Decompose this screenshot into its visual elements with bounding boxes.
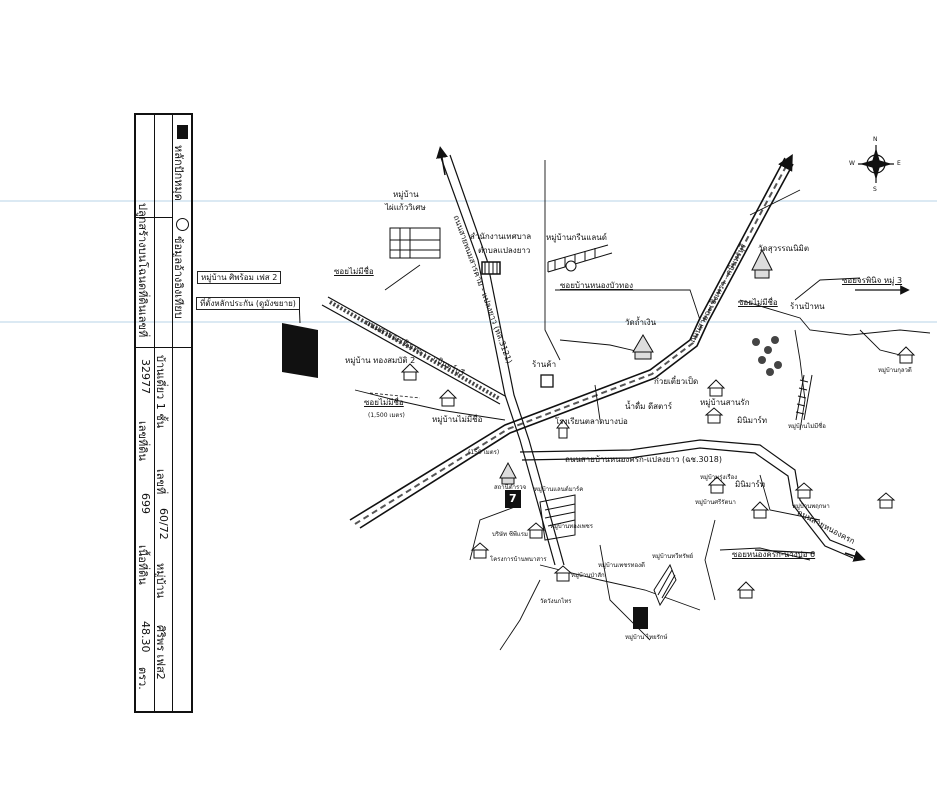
soi-mai-mi-chue-1: ซอยไม่มีชื่อ — [334, 267, 374, 276]
subject-parcel — [282, 323, 318, 378]
soi-distance-label: (1,500 เมตร) — [368, 412, 405, 419]
shop-2-label: ร้านค้า — [532, 360, 557, 369]
distance-note-label: (150 เมตร) — [468, 449, 500, 456]
compass-s-label: S — [873, 186, 877, 193]
village-grid-green-land — [547, 244, 613, 273]
village-thai-label: หมู่บ้าน ไทยรักษ์ — [625, 634, 668, 641]
village-lumping-label: หมู่บ้านแลนด์มาร์ค — [534, 486, 584, 493]
shop-icon — [540, 374, 554, 388]
road-main-vertical — [439, 154, 565, 566]
village-sanrak-label: หมู่บ้านสานรัก — [700, 398, 750, 407]
subject-village-label: หมู่บ้าน ศิพร้อม เฟส 2 — [197, 271, 282, 284]
village-right-1-label: หมู่บ้านกุลวดี — [878, 367, 912, 374]
village-grid-1 — [389, 227, 441, 259]
wat-tham-ngoen-label: วัดถ้ำเงิน — [625, 318, 657, 327]
municipal-office-label: สำนักงานเทศบาล — [470, 232, 532, 241]
highway-diagonal — [349, 157, 794, 529]
thai-village-parcel — [633, 607, 648, 629]
road-main-vertical-arrow — [436, 146, 448, 176]
soi-nong-bua-thong-label: ซอยบ้านหนองบัวทอง — [560, 281, 633, 290]
road-to-subject — [321, 296, 506, 405]
seven-eleven-icon — [505, 490, 521, 508]
village-lower-right-label: หมู่บ้านศรีรัตนา — [695, 499, 736, 506]
village-mai-mi-chue-label: หมู่บ้านไม่มีชื่อ — [432, 415, 483, 424]
compass-icon — [858, 145, 894, 183]
compass-e-label: E — [897, 160, 901, 167]
green-land-label: หมู่บ้านกรีนแลนด์ — [546, 233, 607, 242]
factory-label: โครงการบ้านพนาสาร — [490, 556, 547, 563]
soi-mai-mi-chue-2-label: ซอยไม่มีชื่อ — [738, 298, 778, 307]
legend-divider-2 — [136, 347, 191, 348]
village-phaitong-label: หมู่บ้านทองเพชร — [550, 523, 593, 530]
village-lower-right-2-label: หมู่บ้านพฤกษา — [792, 503, 830, 510]
soi-charoen-label: ซอยจรพินิจ หมู่ 3 — [842, 276, 903, 285]
village-green-label: หมู่บ้านทวีทรัพย์ — [652, 553, 694, 560]
compass-w-label: W — [849, 160, 855, 167]
water-shop-label: น้ำดื่ม ดีสตาร์ — [625, 402, 673, 411]
village-right-2-label: หมู่บ้านไม่มีชื่อ — [788, 423, 826, 430]
wat-small-label: วัดวังนกไทร — [540, 598, 572, 605]
legend-divider — [136, 217, 172, 218]
school-label: โรงเรียนตลาดบางบ่อ — [555, 417, 628, 426]
soi-mai-mi-chue-3-label: ซอยไม่มีชื่อ — [364, 398, 404, 407]
highway-diagonal-center — [354, 153, 793, 525]
house-icons — [400, 346, 916, 599]
shop-1-label: ร้านป้าหน — [790, 302, 825, 311]
company-label: บริษัท ซีพีแรม — [492, 531, 528, 538]
noodle-shop-label: ก๋วยเตี๋ยวเป็ด — [654, 377, 699, 386]
village-right-3-label: หมู่บ้านรุ่งเรือง — [700, 474, 738, 481]
circle-marker-icon — [176, 218, 189, 231]
village-grid-lower — [539, 494, 576, 541]
soi-nong-krok-label: ซอยหนองครก-นางบ่อ 6 — [732, 550, 816, 559]
road-nong-krok — [519, 439, 856, 559]
tree-cluster — [752, 336, 782, 376]
scan-line-top — [0, 200, 937, 202]
temple-icons — [499, 248, 773, 485]
scan-line-middle — [0, 321, 937, 323]
compass-n-label: N — [873, 136, 878, 143]
subject-location-label: ที่ตั้งหลักประกัน (ดูมังขยาย) — [196, 297, 300, 310]
police-label: สถานีตำรวจ — [494, 484, 527, 491]
legend-box: หลักปักหมุด ข้อมูลอ้างอิงเทียบ บ้านเดี่ย… — [134, 113, 193, 713]
road-nongkrok-label: ถนนสายบ้านหนองครก-แปลงยาว (ฉช.3018) — [565, 455, 722, 464]
minimart-1-label: มินิมาร์ท — [737, 416, 768, 425]
village-1b-label: ไผ่แก้ววิเศษ — [385, 203, 426, 212]
village-thongsombat-label: หมู่บ้าน ทองสมบัติ 2 — [345, 356, 416, 365]
wat-suan-label: วัดสุวรรณนิมิต — [758, 244, 810, 253]
municipal-office-label-b: ตำบลแปลงยาว — [478, 246, 531, 255]
pin-marker-icon — [177, 125, 188, 139]
seven-eleven-label: 7 — [509, 492, 517, 505]
municipal-office-icon — [481, 261, 501, 275]
minimart-2-label: มินิมาร์ท — [735, 480, 766, 489]
village-phailong-label: หมู่บ้านเพชรทองดี — [598, 562, 645, 569]
hatched-lane-right — [795, 374, 813, 421]
village-pasak-label: หมู่บ้านป่าสัก — [571, 572, 605, 579]
village-1-label: หมู่บ้าน — [393, 190, 419, 199]
